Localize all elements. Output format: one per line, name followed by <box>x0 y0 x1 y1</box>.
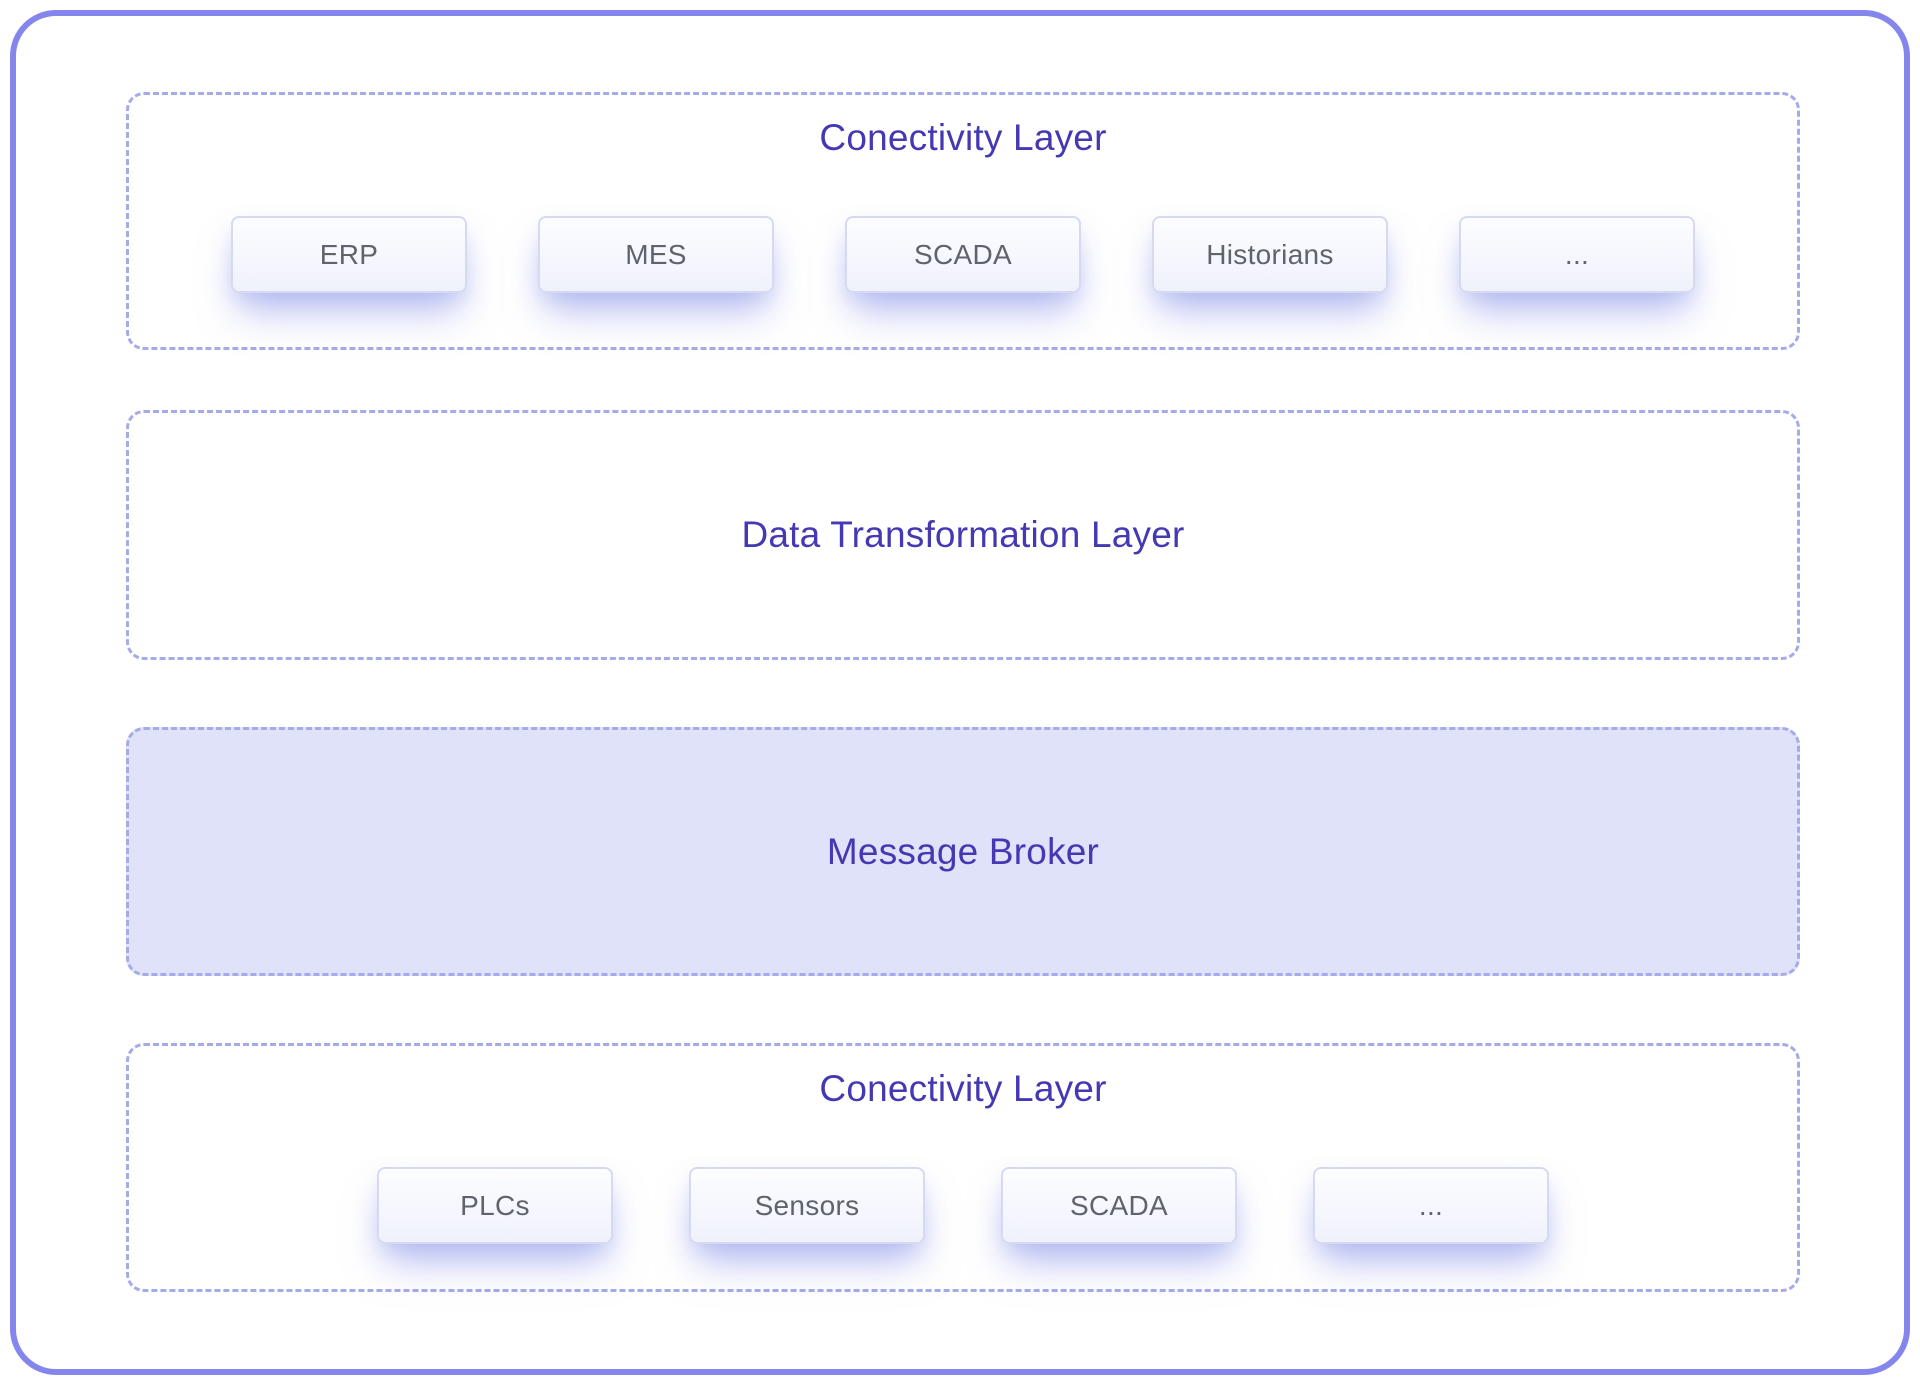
chip-historians: Historians <box>1152 216 1388 293</box>
chip-ellipsis-bottom: ... <box>1313 1167 1549 1244</box>
chip-plcs: PLCs <box>377 1167 613 1244</box>
chip-row-top: ERP MES SCADA Historians ... <box>231 216 1695 293</box>
chip-plcs-label: PLCs <box>460 1189 530 1221</box>
chip-erp-label: ERP <box>319 238 379 270</box>
layer-connectivity-top: Conectivity Layer ERP MES SCADA Historia… <box>126 92 1800 350</box>
chip-scada-bottom-label: SCADA <box>1070 1189 1168 1221</box>
chip-ellipsis-bottom-label: ... <box>1418 1189 1444 1221</box>
layer-connectivity-bottom: Conectivity Layer PLCs Sensors SCADA ... <box>126 1043 1800 1292</box>
chip-mes: MES <box>538 216 774 293</box>
layer-message-broker: Message Broker <box>126 727 1800 976</box>
chip-sensors-label: Sensors <box>754 1189 860 1221</box>
chip-erp: ERP <box>231 216 467 293</box>
layer-title-connectivity-top: Conectivity Layer <box>819 117 1107 158</box>
chip-scada-bottom: SCADA <box>1001 1167 1237 1244</box>
layer-title-message-broker: Message Broker <box>826 830 1100 872</box>
chip-mes-label: MES <box>625 238 687 270</box>
chip-ellipsis-top: ... <box>1459 216 1695 293</box>
chip-scada-top: SCADA <box>845 216 1081 293</box>
outer-frame <box>10 10 1910 1375</box>
chip-sensors: Sensors <box>689 1167 925 1244</box>
chip-historians-label: Historians <box>1206 238 1334 270</box>
chip-scada-top-label: SCADA <box>914 238 1012 270</box>
chip-row-bottom: PLCs Sensors SCADA ... <box>377 1167 1549 1244</box>
layer-title-connectivity-bottom: Conectivity Layer <box>819 1068 1107 1109</box>
chip-ellipsis-top-label: ... <box>1564 238 1590 270</box>
layer-data-transformation: Data Transformation Layer <box>126 410 1800 660</box>
layer-title-data-transformation: Data Transformation Layer <box>741 514 1185 555</box>
